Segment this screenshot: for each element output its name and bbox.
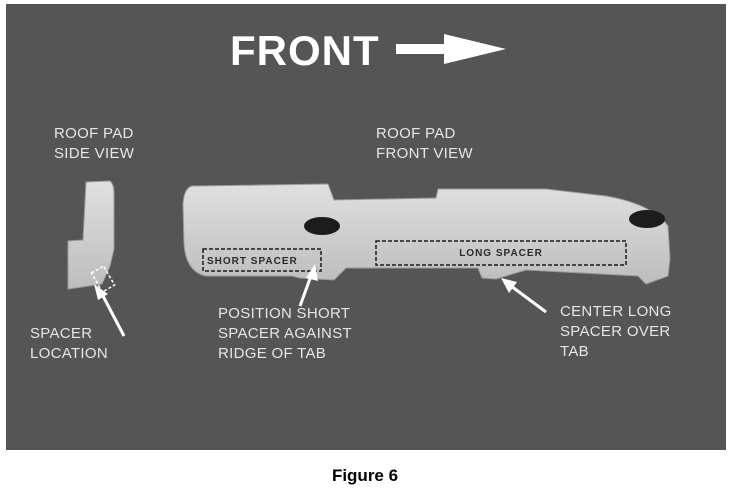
- figure-caption: Figure 6: [331, 466, 399, 485]
- front-direction-label: FRONT: [230, 27, 380, 74]
- long-spacer-arrow-icon: [501, 278, 547, 314]
- roof-pad-illustration: SHORT SPACER LONG SPACER: [67, 34, 671, 337]
- spacer-location-note: SPACER LOCATION: [30, 325, 108, 362]
- spacer-location-arrow-icon: [94, 284, 126, 337]
- front-arrow-icon: [396, 34, 506, 64]
- side-view-title: ROOF PAD SIDE VIEW: [54, 125, 135, 162]
- long-spacer-outline: LONG SPACER: [375, 240, 627, 266]
- short-spacer-note: POSITION SHORT SPACER AGAINST RIDGE OF T…: [218, 305, 352, 362]
- side-view-pad-shape: [67, 180, 116, 294]
- front-view-pad-shape: [182, 183, 671, 285]
- long-spacer-note: CENTER LONG SPACER OVER TAB: [560, 303, 672, 360]
- short-spacer-arrow-icon: [298, 264, 318, 307]
- short-spacer-outline: SHORT SPACER: [202, 248, 322, 272]
- roof-pad-photo: SHORT SPACER LONG SPACER FRONT ROOF PAD …: [6, 4, 726, 450]
- front-view-title: ROOF PAD FRONT VIEW: [376, 125, 473, 162]
- short-spacer-label: SHORT SPACER: [207, 256, 298, 267]
- long-spacer-label: LONG SPACER: [459, 248, 543, 259]
